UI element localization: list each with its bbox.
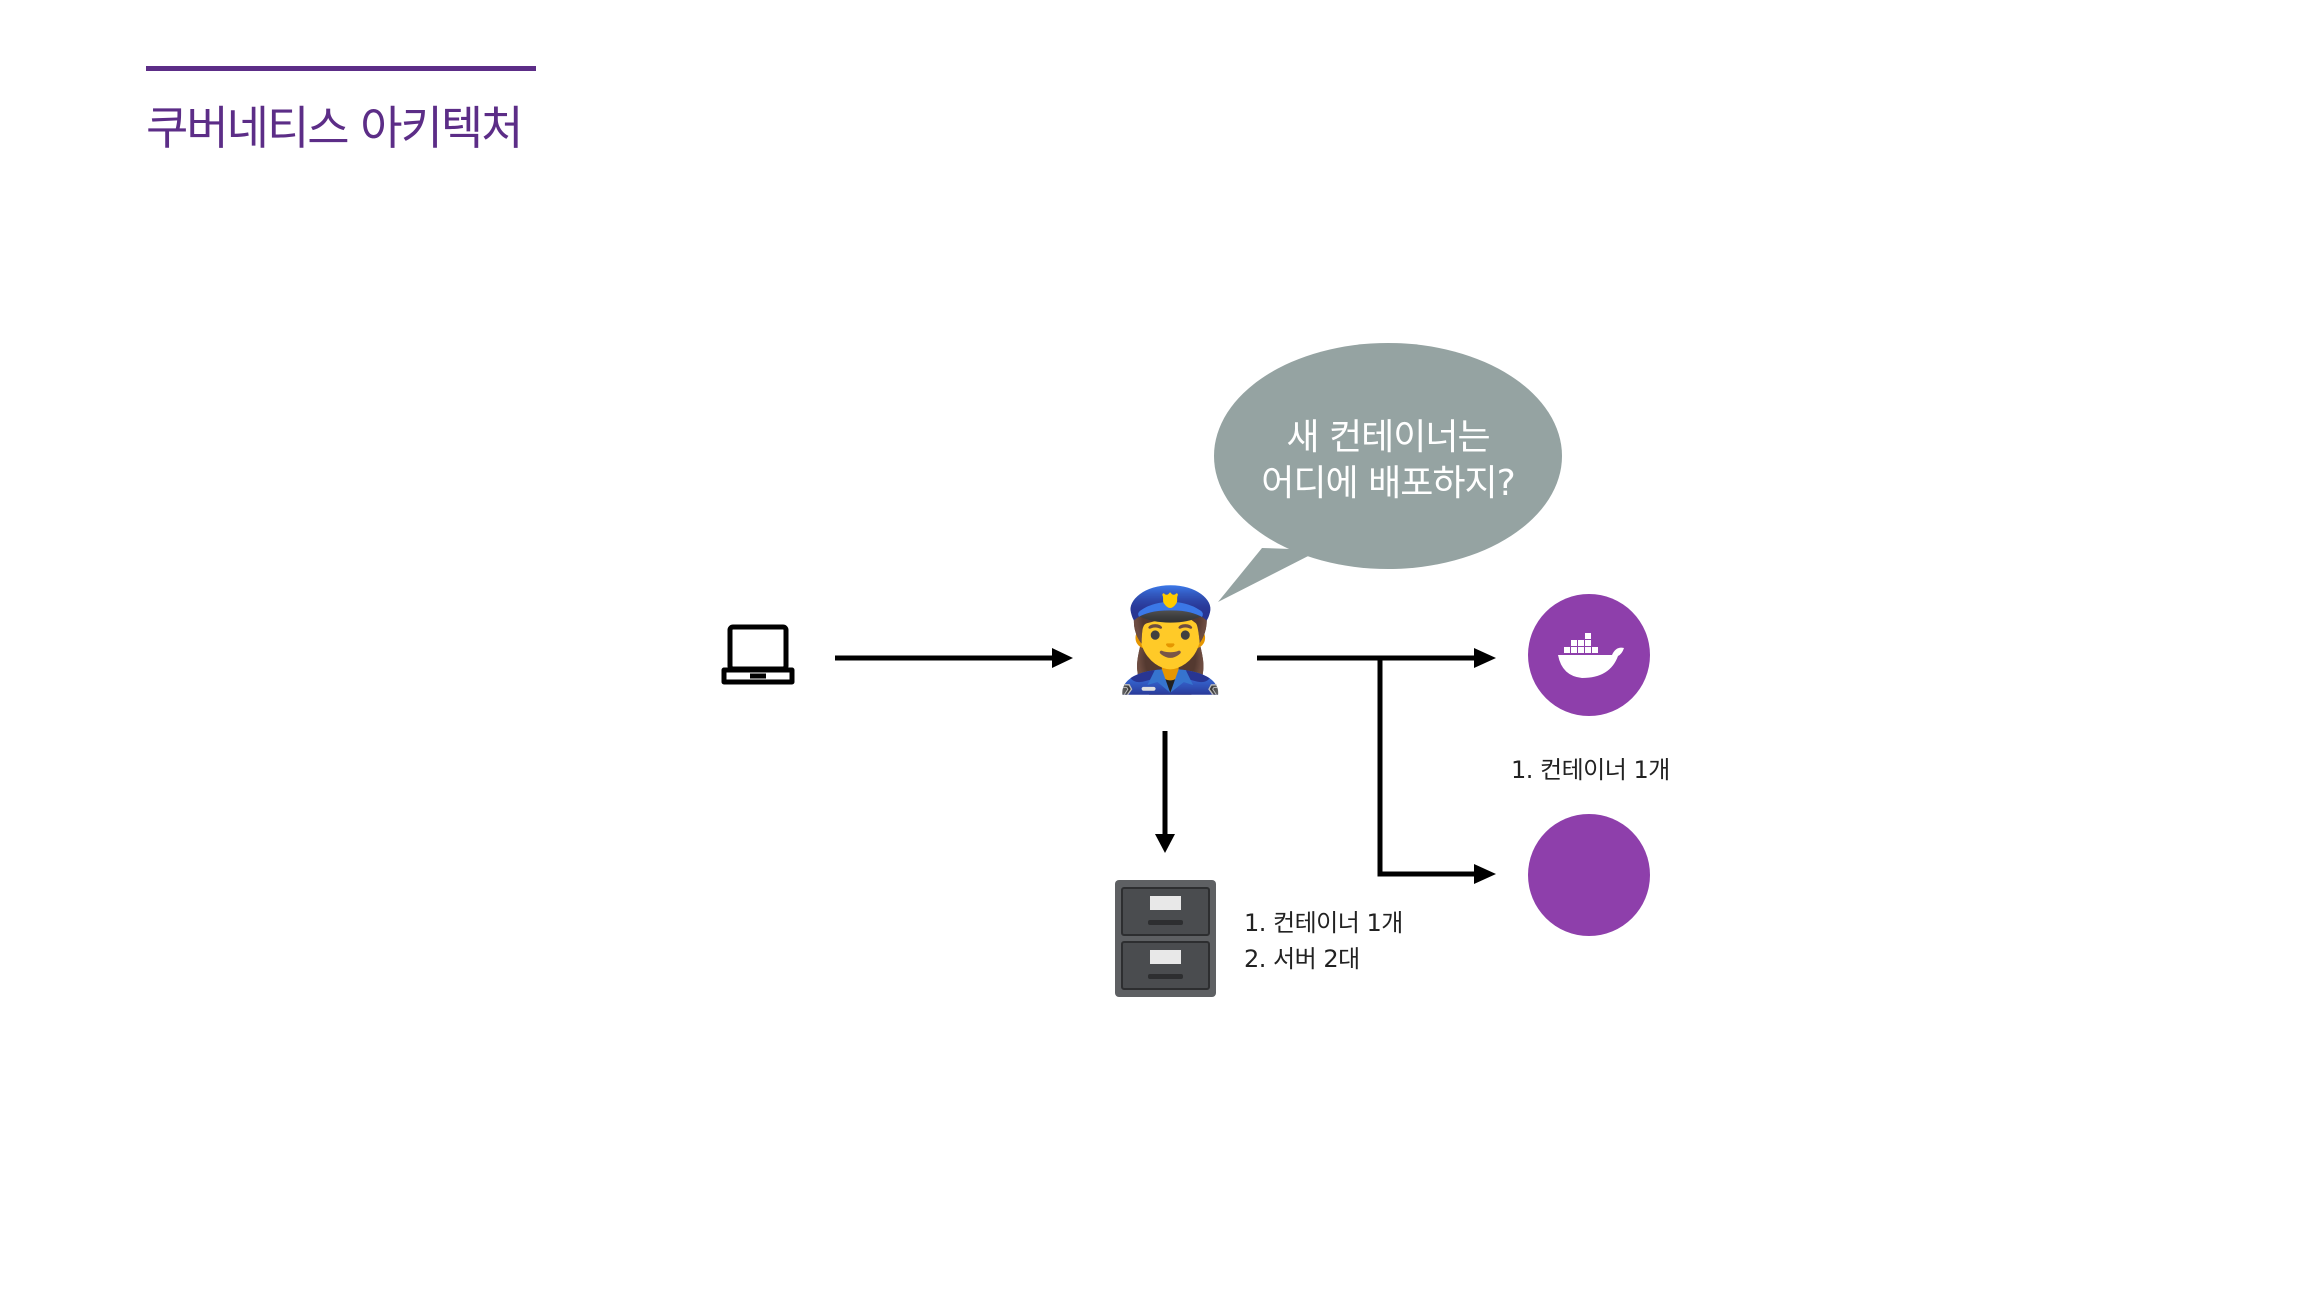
laptop-icon (721, 624, 795, 685)
arrow-scheduler-to-nodes (1257, 655, 1482, 877)
worker-node-2 (1528, 814, 1650, 936)
arrow-scheduler-to-storage (1155, 731, 1175, 853)
speech-bubble (1214, 343, 1562, 602)
arrowhead-node2 (1474, 864, 1496, 884)
docker-whale-icon (1558, 633, 1624, 678)
arrowhead-node1 (1474, 648, 1496, 668)
title-rule (146, 66, 536, 71)
speech-bubble-line-1: 새 컨테이너는 (1286, 417, 1490, 458)
police-officer-icon: 👮‍♀️ (1108, 581, 1233, 698)
storage-label-2: 2. 서버 2대 (1244, 945, 1360, 973)
file-cabinet-icon (1115, 880, 1216, 997)
storage-label-1: 1. 컨테이너 1개 (1244, 909, 1403, 937)
speech-bubble-line-2: 어디에 배포하지? (1261, 463, 1515, 504)
page-title: 쿠버네티스 아키텍처 (146, 101, 524, 155)
node1-label: 1. 컨테이너 1개 (1511, 756, 1670, 784)
arrow-client-to-scheduler (835, 648, 1073, 668)
